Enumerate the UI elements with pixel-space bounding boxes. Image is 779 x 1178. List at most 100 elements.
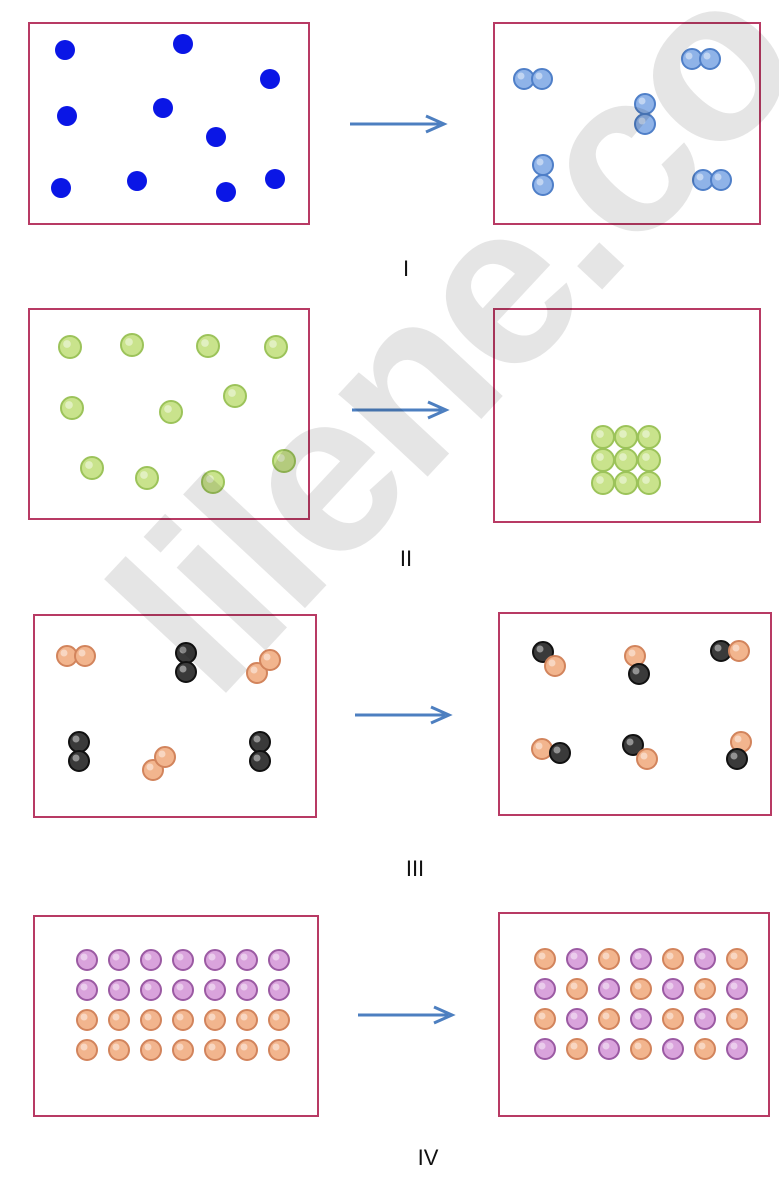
atom [631,949,651,969]
particle-highlight [209,1044,216,1051]
particle-highlight [73,736,80,743]
particle-highlight [627,739,634,746]
particle-highlight [539,1043,546,1050]
atom [599,1009,619,1029]
atom [695,1039,715,1059]
atom [173,950,193,970]
atom [535,979,555,999]
atom [205,1010,225,1030]
atom [77,1040,97,1060]
atom [729,641,749,661]
particle-highlight [603,1043,610,1050]
atom [535,949,555,969]
particle-highlight [164,405,172,413]
atom [205,950,225,970]
atom [567,1009,587,1029]
particle-highlight [731,953,738,960]
particle-highlight [539,1013,546,1020]
atom [695,1009,715,1029]
atom [205,1040,225,1060]
panel-1-before-particles [30,24,308,223]
particle-highlight [113,1044,120,1051]
atom [635,114,655,134]
particle-highlight [65,401,73,409]
particle-highlight [273,954,280,961]
panel-4-before-particles [35,917,317,1115]
particle-highlight [180,666,187,673]
atom [273,450,295,472]
particle-highlight [571,953,578,960]
particle-highlight [81,984,88,991]
particle-highlight [177,1044,184,1051]
atom [727,1039,747,1059]
atom [141,1040,161,1060]
atom [81,457,103,479]
particle-highlight [85,461,93,469]
atom [75,646,95,666]
particle-highlight [145,984,152,991]
particle-highlight [639,98,646,105]
panel-3-after-particles [500,614,770,814]
particle-highlight [596,430,604,438]
atom [173,1010,193,1030]
atom [269,1040,289,1060]
atom [615,426,637,448]
panel-1-after-particles [495,24,759,223]
atom [224,385,246,407]
particle-highlight [277,454,285,462]
particle-highlight [731,1043,738,1050]
atom [77,1010,97,1030]
atom [663,1009,683,1029]
atom [109,950,129,970]
atom [176,643,196,663]
atom [141,980,161,1000]
particle-highlight [254,755,261,762]
panel-1-after-box [493,22,761,225]
atom [638,449,660,471]
particle-highlight [273,1014,280,1021]
atom [727,749,747,769]
particle-highlight [571,1013,578,1020]
particle-highlight [537,159,544,166]
particle-highlight [686,53,693,60]
particle-highlight [735,736,742,743]
atom [532,739,552,759]
panel-2-after-particles [495,310,759,521]
atom [638,472,660,494]
particle-highlight [269,340,277,348]
atom [206,127,226,147]
particle-highlight [177,1014,184,1021]
particle-highlight [177,984,184,991]
particle-highlight [113,954,120,961]
panel-1-before-box [28,22,310,225]
atom [141,950,161,970]
particle-highlight [699,1013,706,1020]
atom [127,171,147,191]
particle-highlight [254,736,261,743]
atom [625,646,645,666]
panel-2-before-box [28,308,310,520]
atom [663,1039,683,1059]
particle-highlight [159,751,166,758]
atom [592,426,614,448]
atom [615,472,637,494]
atom [59,336,81,358]
atom [155,747,175,767]
particle-highlight [145,954,152,961]
atom [202,471,224,493]
atom [711,170,731,190]
particle-highlight [699,1043,706,1050]
particle-highlight [241,1014,248,1021]
particle-highlight [715,645,722,652]
panel-1-label: I [366,256,446,282]
particle-highlight [731,753,738,760]
atom [631,1039,651,1059]
atom [136,467,158,489]
atom [173,980,193,1000]
particle-highlight [667,1013,674,1020]
particle-highlight [125,338,133,346]
particle-highlight [667,983,674,990]
particle-highlight [704,53,711,60]
particle-highlight [113,984,120,991]
atom [205,980,225,1000]
